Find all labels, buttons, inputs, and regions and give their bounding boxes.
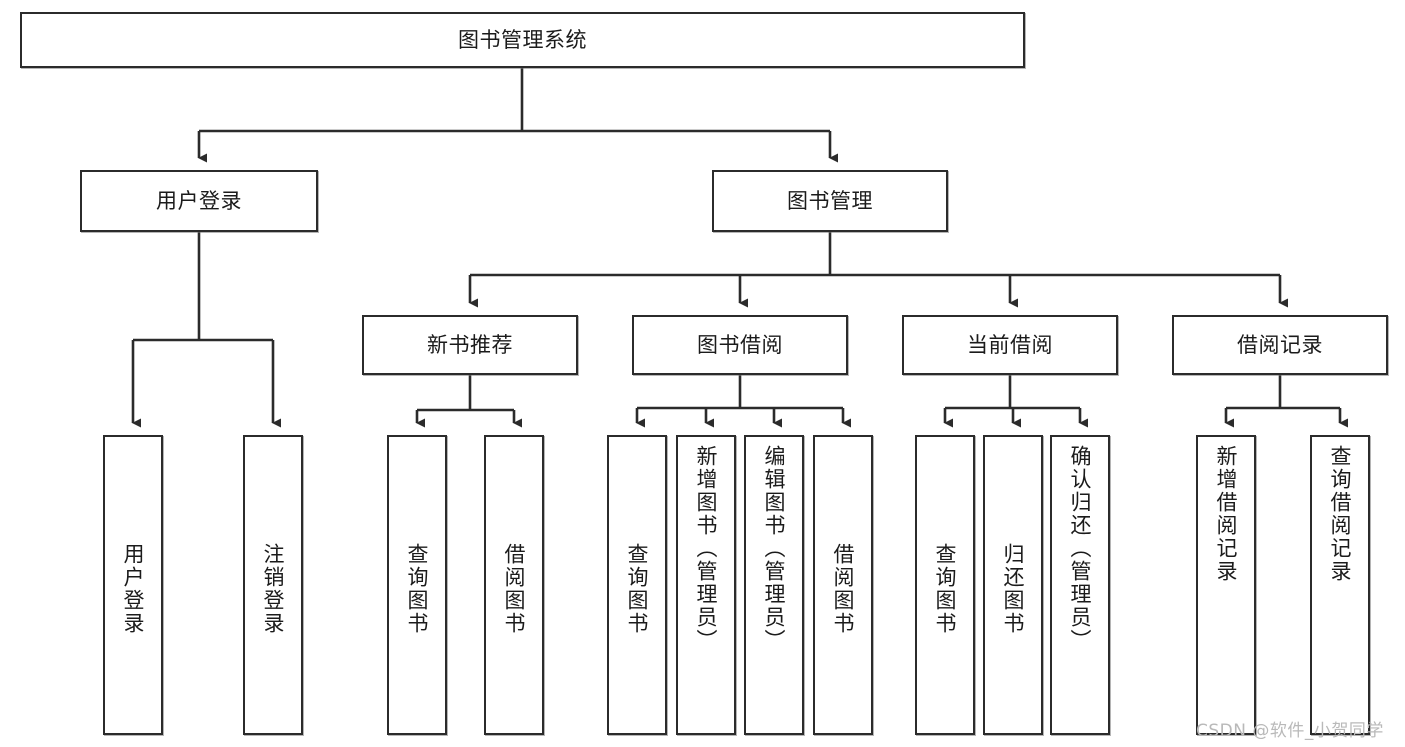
leaf-edit-book-admin-label: 编辑图书（管理员）: [762, 445, 787, 652]
leaf-user-login-label: 用户登录: [121, 543, 146, 635]
leaf-confirm-return-admin-label: 确认归还（管理员）: [1068, 445, 1093, 652]
node-level3-book-borrow[interactable]: 图书借阅: [632, 315, 848, 375]
leaf-return-book-label: 归还图书: [1001, 543, 1026, 635]
node-level3-book-borrow-label: 图书借阅: [697, 332, 783, 357]
leaf-borrow-book-recommend[interactable]: 借阅图书: [484, 435, 544, 735]
leaf-query-book-borrow-label: 查询图书: [625, 543, 650, 635]
node-level2-book-management[interactable]: 图书管理: [712, 170, 948, 232]
leaf-add-borrow-record[interactable]: 新增借阅记录: [1196, 435, 1256, 735]
node-level2-user-login-label: 用户登录: [156, 188, 242, 213]
leaf-query-book-current[interactable]: 查询图书: [915, 435, 975, 735]
leaf-query-borrow-record-label: 查询借阅记录: [1328, 445, 1353, 583]
node-root[interactable]: 图书管理系统: [20, 12, 1025, 68]
leaf-query-book-current-label: 查询图书: [933, 543, 958, 635]
node-level3-borrow-record-label: 借阅记录: [1237, 332, 1323, 357]
leaf-edit-book-admin[interactable]: 编辑图书（管理员）: [744, 435, 804, 735]
node-level3-current-borrow[interactable]: 当前借阅: [902, 315, 1118, 375]
leaf-query-book-recommend[interactable]: 查询图书: [387, 435, 447, 735]
node-level2-user-login[interactable]: 用户登录: [80, 170, 318, 232]
node-level3-new-book-recommend-label: 新书推荐: [427, 332, 513, 357]
leaf-confirm-return-admin[interactable]: 确认归还（管理员）: [1050, 435, 1110, 735]
leaf-return-book[interactable]: 归还图书: [983, 435, 1043, 735]
leaf-add-borrow-record-label: 新增借阅记录: [1214, 445, 1239, 583]
leaf-add-book-admin[interactable]: 新增图书（管理员）: [676, 435, 736, 735]
node-level2-book-management-label: 图书管理: [787, 188, 873, 213]
leaf-logout-login[interactable]: 注销登录: [243, 435, 303, 735]
leaf-query-book-borrow[interactable]: 查询图书: [607, 435, 667, 735]
csdn-watermark: CSDN @软件_小贺同学: [1196, 721, 1384, 741]
leaf-user-login[interactable]: 用户登录: [103, 435, 163, 735]
node-level3-borrow-record[interactable]: 借阅记录: [1172, 315, 1388, 375]
node-level3-new-book-recommend[interactable]: 新书推荐: [362, 315, 578, 375]
leaf-borrow-book-recommend-label: 借阅图书: [502, 543, 527, 635]
leaf-logout-login-label: 注销登录: [261, 543, 286, 635]
leaf-query-borrow-record[interactable]: 查询借阅记录: [1310, 435, 1370, 735]
leaf-add-book-admin-label: 新增图书（管理员）: [694, 445, 719, 652]
node-root-label: 图书管理系统: [458, 27, 587, 52]
leaf-query-book-recommend-label: 查询图书: [405, 543, 430, 635]
leaf-borrow-book[interactable]: 借阅图书: [813, 435, 873, 735]
node-level3-current-borrow-label: 当前借阅: [967, 332, 1053, 357]
leaf-borrow-book-label: 借阅图书: [831, 543, 856, 635]
